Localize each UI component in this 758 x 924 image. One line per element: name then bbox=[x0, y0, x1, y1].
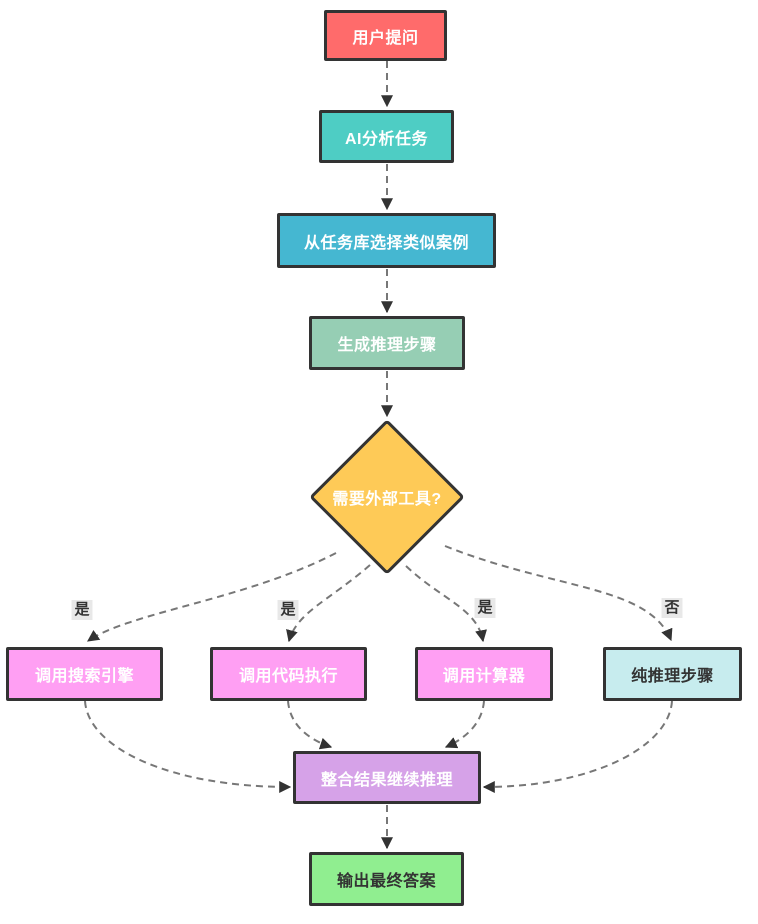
edge-decision-to-calculator bbox=[405, 565, 487, 643]
node-pure-reasoning-steps-label: 纯推理步骤 bbox=[631, 668, 714, 685]
node-output-final-answer-label: 输出最终答案 bbox=[336, 873, 436, 890]
node-generate-reasoning-steps: 生成推理步骤 bbox=[309, 316, 465, 370]
node-integrate-results-label: 整合结果继续推理 bbox=[320, 771, 453, 789]
node-user-question: 用户提问 bbox=[324, 10, 447, 61]
node-need-external-tools: 需要外部工具? bbox=[309, 419, 465, 575]
node-ai-analyze-task-label: AI分析任务 bbox=[344, 130, 428, 148]
edge-label-yes-code: 是 bbox=[277, 600, 299, 620]
edge-label-yes-search: 是 bbox=[71, 600, 93, 620]
edge-decision-to-search-engine bbox=[87, 552, 337, 642]
edge-code-execution-to-integrate bbox=[287, 700, 333, 750]
node-call-calculator-label: 调用计算器 bbox=[442, 668, 526, 685]
node-call-search-engine-label: 调用搜索引擎 bbox=[34, 668, 134, 685]
node-pure-reasoning-steps: 纯推理步骤 bbox=[603, 647, 742, 701]
edge-calculator-to-integrate bbox=[444, 700, 485, 749]
edge-decision-to-pure-reasoning bbox=[444, 545, 673, 642]
edge-label-yes-calculator: 是 bbox=[474, 598, 496, 618]
edge-search-engine-to-integrate bbox=[84, 700, 292, 793]
edge-label-no-pure-reasoning: 否 bbox=[661, 598, 683, 618]
node-generate-reasoning-steps-label: 生成推理步骤 bbox=[337, 337, 437, 354]
node-output-final-answer: 输出最终答案 bbox=[309, 852, 464, 906]
edge-decision-to-code-execution bbox=[286, 564, 371, 643]
node-select-similar-case-label: 从任务库选择类似案例 bbox=[303, 234, 469, 252]
node-select-similar-case: 从任务库选择类似案例 bbox=[277, 213, 496, 268]
node-call-code-execution: 调用代码执行 bbox=[210, 647, 367, 701]
node-call-search-engine: 调用搜索引擎 bbox=[6, 647, 163, 701]
node-call-calculator: 调用计算器 bbox=[415, 647, 553, 701]
node-integrate-results: 整合结果继续推理 bbox=[293, 751, 481, 804]
node-need-external-tools-label: 需要外部工具? bbox=[332, 491, 442, 508]
node-user-question-label: 用户提问 bbox=[352, 29, 419, 47]
node-call-code-execution-label: 调用代码执行 bbox=[238, 668, 338, 685]
node-ai-analyze-task: AI分析任务 bbox=[319, 110, 454, 163]
edge-pure-reasoning-to-integrate bbox=[482, 700, 673, 793]
